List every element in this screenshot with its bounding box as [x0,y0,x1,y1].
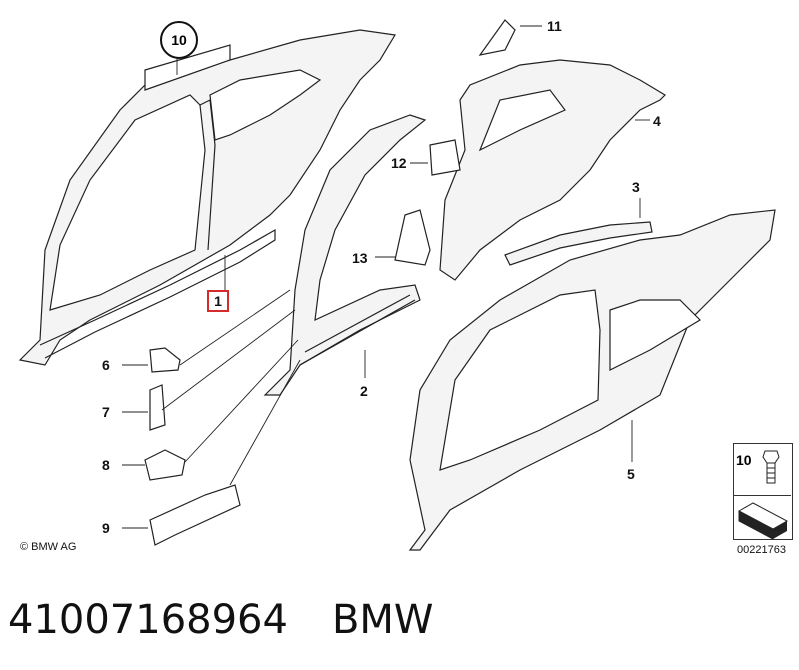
rear-quarter-panel-upper [429,19,666,281]
callout-11: 11 [547,18,562,34]
bracket-part-9 [149,484,241,546]
callout-4: 4 [653,113,661,129]
diagram-reference-code: 00221763 [737,544,786,556]
brand-name: BMW [331,597,434,643]
a-pillar-rocker-part [263,114,427,396]
callout-10-circle: 10 [160,21,198,59]
side-frame-complete [18,29,396,366]
callout-7: 7 [102,404,110,420]
parts-diagram: 10 11 4 12 3 13 1 6 2 7 8 5 9 © BMW AG 1… [18,18,793,556]
inset-divider [733,495,791,496]
callout-5: 5 [627,466,635,482]
callout-1-highlighted: 1 [207,290,229,312]
bolt-icon [762,450,780,484]
callout-2: 2 [360,383,368,399]
roof-frame-strip [504,221,653,266]
exploded-view-drawing [18,19,776,551]
part-number: 41007168964 [8,597,288,643]
footer-caption: 41007168964 BMW [8,590,788,650]
bracket-part-7 [149,384,166,431]
leader-lines [122,25,650,529]
copyright-notice: © BMW AG [20,541,77,553]
callout-6: 6 [102,357,110,373]
callout-8: 8 [102,457,110,473]
callout-3: 3 [632,179,640,195]
bracket-part-13 [394,209,431,266]
callout-9: 9 [102,520,110,536]
callout-13: 13 [352,250,368,266]
direction-arrow-icon [737,502,789,540]
side-frame-lower-right [408,209,776,551]
callout-12: 12 [391,155,407,171]
inset-callout-10: 10 [736,452,752,468]
bolt-inset: 10 [733,443,793,541]
bracket-part-8 [144,449,186,481]
bracket-part-6 [149,347,181,373]
